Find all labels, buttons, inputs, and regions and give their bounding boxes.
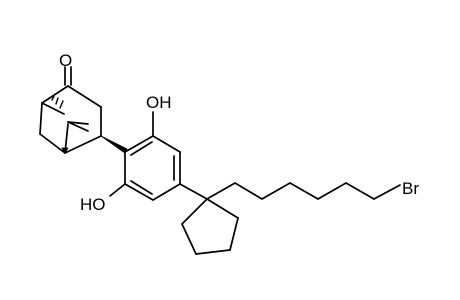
aryl-double-3 — [130, 180, 153, 195]
bromohexyl-chain — [206, 182, 401, 200]
cp-bond-1 — [206, 198, 239, 219]
aryl-bond-5 — [124, 183, 154, 201]
chain-bond-2 — [234, 182, 263, 200]
chain-bond-6 — [345, 182, 375, 200]
ring-bond-c1-c6 — [41, 102, 65, 115]
ring-bond-c6-c4 — [64, 135, 102, 154]
hydroxyl-bond-bottom — [109, 183, 126, 197]
bicyclic-ketone-fragment — [39, 66, 102, 154]
methyl-bond-1 — [67, 121, 89, 125]
aryl-double-1 — [130, 141, 153, 156]
ketone-oxygen-label: O — [59, 51, 72, 70]
bottom-hydroxyl-label: HO — [80, 195, 106, 214]
aryl-bond-4 — [152, 183, 181, 201]
chain-bond-7 — [373, 184, 401, 200]
methyl-bond-2 — [67, 121, 89, 132]
top-hydroxyl-label: OH — [146, 93, 172, 112]
hash-2 — [55, 97, 59, 105]
hash-3 — [59, 100, 64, 109]
hash-1 — [51, 95, 55, 101]
chain-bond-1 — [206, 182, 236, 200]
aryl-bond-1 — [124, 135, 154, 153]
ring-bond-c2-c3 — [67, 85, 102, 108]
cyclopentane-ring — [179, 183, 239, 255]
ring-bond-c7-c6 — [39, 133, 66, 154]
aryl-to-quaternary-bond — [179, 183, 208, 200]
chain-bond-4 — [289, 182, 319, 200]
cp-bond-4 — [181, 223, 197, 255]
ring-bond-c2-c1 — [41, 85, 69, 104]
chain-bond-3 — [261, 182, 291, 200]
cp-bond-2 — [229, 217, 239, 251]
bromine-label: Br — [402, 179, 419, 198]
aryl-bond-2 — [152, 135, 181, 153]
aromatic-ring — [109, 111, 181, 201]
stereo-wedge-bridgehead — [61, 147, 69, 154]
stereo-wedge-to-aryl — [100, 135, 128, 154]
cp-bond-3 — [195, 249, 231, 255]
cp-bond-5 — [181, 198, 208, 225]
ring-bond-c1-c7 — [39, 102, 43, 135]
chain-bond-5 — [317, 182, 347, 200]
